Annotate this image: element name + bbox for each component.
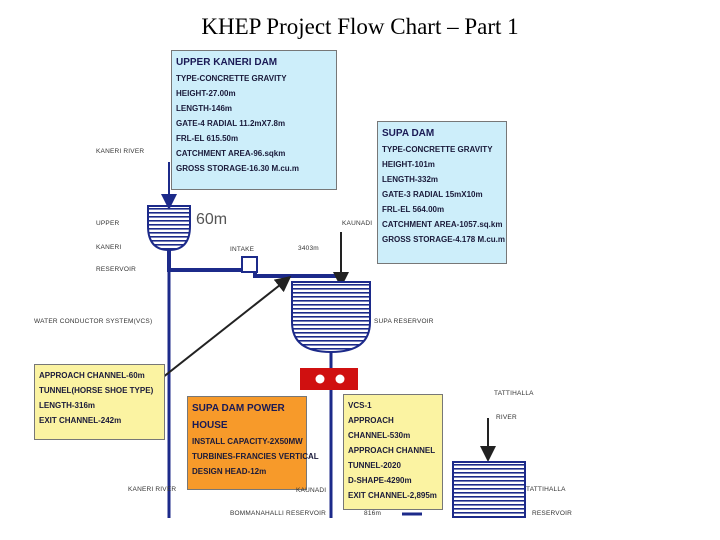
upper-label: UPPER: [96, 220, 120, 227]
kaneri-label: KANERI: [96, 244, 122, 251]
supa-dam-storage: GROSS STORAGE-4.178 M.cu.m: [382, 235, 505, 244]
power-house-heading-1: SUPA DAM POWER: [192, 403, 285, 414]
reservoir-label: RESERVOIR: [96, 266, 136, 273]
approach-channel-info-box: APPROACH CHANNEL-60m TUNNEL(HORSE SHOE T…: [34, 364, 165, 440]
supa-dam-catchment: CATCHMENT AREA-1057.sq.km: [382, 220, 503, 229]
vcs-1-tunnel: TUNNEL-2020: [348, 461, 401, 470]
supa-dam-info-box: SUPA DAM TYPE-CONCRETTE GRAVITY HEIGHT-1…: [377, 121, 507, 264]
river-label: RIVER: [496, 414, 517, 421]
tattihalla-bottom-label: TATTIHALLA: [526, 486, 566, 493]
power-house-design-head: DESIGN HEAD-12m: [192, 467, 267, 476]
vcs-1-approach-channel-label: APPROACH CHANNEL: [348, 446, 436, 455]
power-house-turbines: TURBINES-FRANCIES VERTICAL: [192, 452, 319, 461]
upper-kaneri-dam-length: LENGTH-146m: [176, 104, 233, 113]
reservoir-bottom-label: RESERVOIR: [532, 510, 572, 517]
sixty-m-label: 60m: [196, 211, 228, 228]
kaunadi-label: KAUNADI: [342, 220, 373, 227]
supa-dam-frl: FRL-EL 564.00m: [382, 205, 445, 214]
supa-dam-height: HEIGHT-101m: [382, 160, 435, 169]
approach-exit-channel: EXIT CHANNEL-242m: [39, 416, 122, 425]
upper-kaneri-dam-info-box: UPPER KANERI DAM TYPE-CONCRETTE GRAVITY …: [171, 50, 337, 190]
upper-kaneri-dam-frl: FRL-EL 615.50m: [176, 134, 239, 143]
flow-chart-drawing: [147, 162, 526, 518]
bommanahalli-reservoir: [452, 461, 526, 518]
tattihalla-label: TATTIHALLA: [494, 390, 534, 397]
supa-power-house-info-box: SUPA DAM POWER HOUSE INSTALL CAPACITY-2X…: [187, 396, 319, 490]
upper-kaneri-dam-catchment: CATCHMENT AREA-96.sqkm: [176, 149, 286, 158]
distance-label: 3403m: [298, 245, 319, 252]
water-conductor-label: WATER CONDUCTOR SYSTEM(VCS): [34, 318, 153, 325]
power-house-heading-2: HOUSE: [192, 420, 228, 431]
supa-dam-length: LENGTH-332m: [382, 175, 439, 184]
kaunadi-bottom-label: KAUNADI: [296, 487, 327, 494]
upper-kaneri-dam-height: HEIGHT-27.00m: [176, 89, 236, 98]
bommanahalli-reservoir-label: BOMMANAHALLI RESERVOIR: [230, 510, 327, 517]
flow-chart-frame: UPPER KANERI DAM TYPE-CONCRETTE GRAVITY …: [30, 44, 585, 518]
kaneri-river-label: KANERI RIVER: [96, 148, 145, 155]
approach-tunnel-length: LENGTH-316m: [39, 401, 96, 410]
vcs-1-approach: APPROACH: [348, 416, 394, 425]
vcs-1-d-shape: D-SHAPE-4290m: [348, 476, 412, 485]
power-house-capacity: INSTALL CAPACITY-2X50MW: [192, 437, 303, 446]
supa-reservoir: [291, 281, 371, 354]
vcs-1-heading: VCS-1: [348, 401, 372, 410]
intake-label: INTAKE: [230, 246, 255, 253]
upper-kaneri-dam-storage: GROSS STORAGE-16.30 M.cu.m: [176, 164, 299, 173]
supa-power-house-unit: [300, 368, 358, 390]
supa-dam-heading: SUPA DAM: [382, 128, 435, 139]
supa-dam-type: TYPE-CONCRETTE GRAVITY: [382, 145, 493, 154]
upper-kaneri-dam-heading: UPPER KANERI DAM: [176, 57, 278, 68]
intake-structure: [241, 256, 258, 273]
approach-tunnel-type: TUNNEL(HORSE SHOE TYPE): [39, 386, 154, 395]
upper-kaneri-dam-gate: GATE-4 RADIAL 11.2mX7.8m: [176, 119, 286, 128]
supa-reservoir-label: SUPA RESERVOIR: [374, 318, 434, 325]
approach-channel-length: APPROACH CHANNEL-60m: [39, 371, 145, 380]
page-title: KHEP Project Flow Chart – Part 1: [201, 14, 519, 39]
bottom-distance-label: 816m: [364, 510, 382, 517]
upper-kaneri-dam-type: TYPE-CONCRETTE GRAVITY: [176, 74, 287, 83]
vcs-1-info-box: VCS-1 APPROACH CHANNEL-530m APPROACH CHA…: [343, 394, 443, 510]
vcs-1-approach-channel: CHANNEL-530m: [348, 431, 411, 440]
upper-kaneri-reservoir: [147, 205, 191, 252]
kaneri-river-bottom-label: KANERI RIVER: [128, 486, 177, 493]
supa-dam-gate: GATE-3 RADIAL 15mX10m: [382, 190, 483, 199]
vcs-1-exit-channel: EXIT CHANNEL-2,895m: [348, 491, 437, 500]
approach-pointer-arrow: [147, 276, 292, 390]
